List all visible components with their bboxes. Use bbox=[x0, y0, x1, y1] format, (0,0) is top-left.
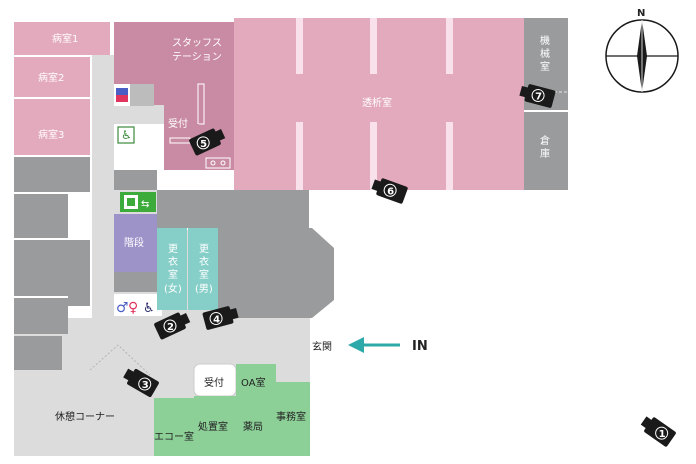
entrance-genkan-label: 玄関 bbox=[312, 340, 332, 353]
restroom-bottom: ♂ ♀ ♿ bbox=[114, 272, 162, 316]
patient-room-2-label: 病室2 bbox=[38, 71, 64, 84]
treatment-room: 処置室 bbox=[194, 396, 236, 456]
svg-text:3: 3 bbox=[142, 380, 149, 391]
camera-1-icon: 1 bbox=[640, 416, 676, 447]
svg-text:♿: ♿ bbox=[121, 128, 132, 142]
reception-bottom: 受付 bbox=[193, 363, 237, 397]
stairs-label: 階段 bbox=[124, 236, 144, 249]
pharmacy: 薬局 bbox=[236, 396, 276, 456]
dialysis-room-label: 透析室 bbox=[362, 96, 392, 109]
changing-room-men: 更 衣 室 (男) bbox=[188, 228, 218, 310]
entrance-arrow-icon bbox=[348, 337, 364, 353]
machine-room-label-1: 機 bbox=[540, 34, 550, 47]
svg-text:♂: ♂ bbox=[116, 300, 129, 316]
staff-station-label-2: テーション bbox=[172, 52, 222, 63]
entrance-in-label: IN bbox=[412, 339, 428, 354]
svg-text:7: 7 bbox=[535, 91, 542, 102]
machine-room-label-2: 械 bbox=[540, 47, 550, 60]
changing-women-2: 衣 bbox=[168, 255, 178, 268]
changing-women-1: 更 bbox=[168, 243, 178, 255]
oa-room: OA室 bbox=[236, 364, 276, 396]
patient-room-1: 病室1 bbox=[14, 22, 110, 55]
svg-text:1: 1 bbox=[659, 429, 666, 440]
camera-7-icon: 7 bbox=[519, 84, 556, 108]
changing-women-4: (女) bbox=[164, 282, 182, 295]
patient-room-2: 病室2 bbox=[14, 57, 90, 97]
patient-room-3-label: 病室3 bbox=[38, 128, 64, 141]
svg-text:6: 6 bbox=[387, 186, 394, 197]
changing-women-3: 室 bbox=[168, 268, 178, 281]
emergency-exit-sign: ⇆ bbox=[120, 192, 156, 212]
reception-top-label: 受付 bbox=[168, 117, 188, 130]
storage-label-2: 庫 bbox=[540, 147, 550, 160]
patient-room-3: 病室3 bbox=[14, 99, 90, 155]
machine-room-label-3: 室 bbox=[540, 60, 550, 73]
svg-text:5: 5 bbox=[200, 139, 207, 150]
storage-label-1: 倉 bbox=[540, 134, 550, 147]
patient-room-1-label: 病室1 bbox=[52, 32, 78, 45]
stairs: 階段 bbox=[114, 214, 157, 272]
svg-text:♀: ♀ bbox=[128, 300, 138, 316]
svg-text:4: 4 bbox=[213, 315, 220, 326]
echo-room-label: エコー室 bbox=[154, 430, 194, 443]
oa-room-label: OA室 bbox=[241, 376, 266, 389]
staff-station-label-1: スタッフス bbox=[172, 37, 222, 49]
treatment-room-label: 処置室 bbox=[198, 420, 228, 433]
compass: N bbox=[605, 8, 679, 93]
storage-room: 倉 庫 bbox=[524, 112, 568, 190]
camera-5-icon: 5 bbox=[189, 128, 226, 156]
office-room: 事務室 bbox=[276, 382, 310, 456]
camera-6-icon: 6 bbox=[371, 178, 408, 204]
center-gray-block bbox=[114, 170, 334, 318]
rest-corner-label: 休憩コーナー bbox=[55, 410, 115, 423]
svg-text:♿: ♿ bbox=[143, 301, 155, 316]
camera-4-icon: 4 bbox=[202, 306, 239, 330]
echo-room: エコー室 bbox=[154, 398, 194, 456]
pharmacy-label: 薬局 bbox=[243, 421, 263, 433]
office-room-label: 事務室 bbox=[276, 410, 306, 423]
svg-text:2: 2 bbox=[167, 322, 174, 333]
changing-men-3: 室 bbox=[199, 268, 209, 281]
compass-north-label: N bbox=[637, 8, 645, 19]
left-gray-blocks bbox=[14, 157, 90, 370]
restroom-top bbox=[114, 84, 154, 106]
camera-3-icon: 3 bbox=[123, 368, 159, 398]
reception-bottom-label: 受付 bbox=[204, 376, 224, 389]
changing-men-2: 衣 bbox=[199, 255, 209, 268]
changing-men-1: 更 bbox=[199, 243, 209, 255]
dialysis-room: 透析室 bbox=[234, 18, 524, 190]
wheelchair-accessible-icon bbox=[117, 126, 135, 144]
camera-2-icon: 2 bbox=[154, 312, 191, 340]
svg-text:⇆: ⇆ bbox=[141, 199, 149, 210]
entrance: 玄関 IN bbox=[312, 337, 428, 354]
changing-men-4: (男) bbox=[195, 283, 213, 295]
changing-room-women: 更 衣 室 (女) bbox=[157, 228, 187, 310]
